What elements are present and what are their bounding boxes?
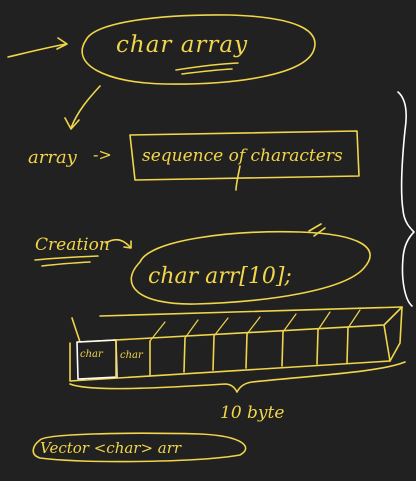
size-label: 10 byte [220,403,284,423]
definition-text: sequence of characters [142,146,343,166]
cell-2-label: char [120,350,144,361]
cells-bottom-edge [69,342,391,382]
vector-text: Vector <char> arr [40,439,182,457]
right-bracket [397,91,415,307]
size-brace [69,361,406,393]
definition-term: array [28,147,78,168]
definition-pointer-arrow [64,85,101,130]
creation-underline [34,255,99,261]
title-underline [175,62,239,71]
cells-top-edge [71,306,403,343]
declaration-oval [130,230,371,305]
creation-label: Creation [35,235,110,255]
title-pointer-arrow [7,37,68,58]
title-oval [81,14,316,85]
definition-arrow: -> [93,145,112,164]
memory-cells [69,306,403,382]
definition-box [129,130,360,181]
creation-pointer-arrow [105,238,132,249]
title-text: char array [116,32,248,58]
vector-oval [32,432,247,463]
declaration-text: char arr[10]; [148,264,292,289]
first-cell-highlight [76,339,118,380]
cell-1-label: char [80,349,104,360]
